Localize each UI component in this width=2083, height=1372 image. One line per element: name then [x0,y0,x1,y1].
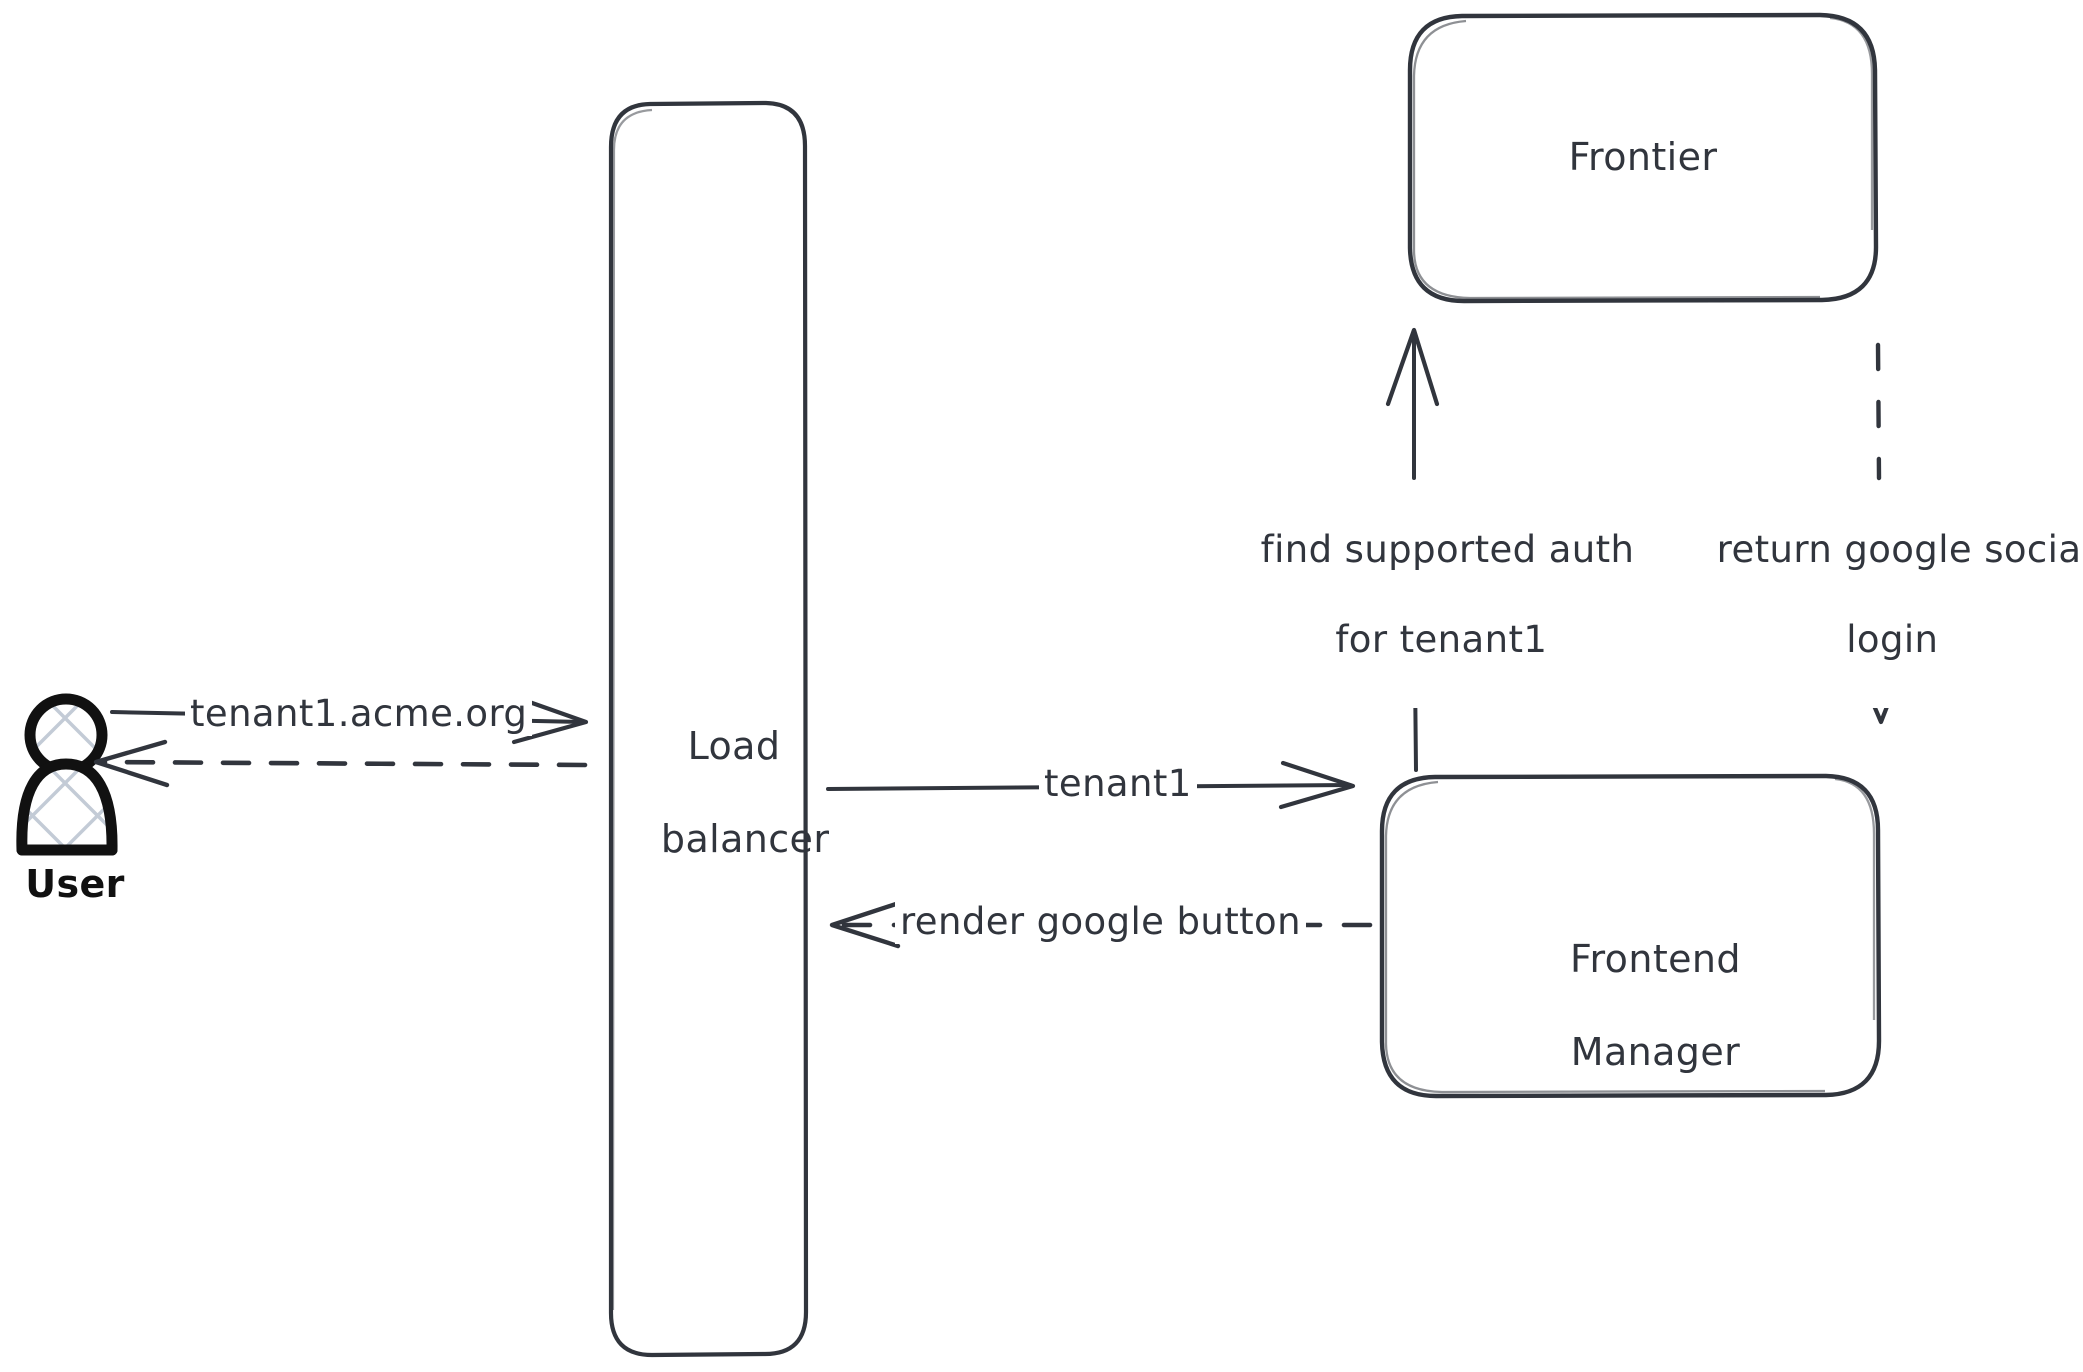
load-balancer-box[interactable] [608,100,809,1358]
user-actor-icon [16,693,118,856]
edge-label-frontier-to-fm-line1: return google social [1716,528,2083,572]
edge-label-frontier-to-fm-line2: login [1846,618,1939,662]
load-balancer-label-line1: Load [687,724,781,769]
frontend-manager-label: Frontend Manager [1382,890,1879,1122]
edge-label-fm-to-lb: render google button [895,900,1306,944]
load-balancer-label: Load balancer [611,677,829,909]
edge-label-frontier-to-fm: return google social login [1668,482,2083,708]
user-label: User [25,862,125,906]
edge-label-lb-to-fm: tenant1 [1039,762,1197,806]
edge-lb-to-user [93,739,588,788]
edge-label-fm-to-frontier: find supported auth for tenant1 [1212,482,1634,708]
frontend-manager-label-line1: Frontend [1570,937,1741,982]
frontend-manager-box[interactable] [1379,773,1882,1099]
load-balancer-label-line2: balancer [660,817,830,862]
edge-label-fm-to-frontier-line2: for tenant1 [1335,618,1548,662]
frontend-manager-label-line2: Manager [1570,1030,1741,1075]
frontier-box[interactable] [1407,12,1879,304]
frontier-label: Frontier [1568,135,1718,179]
edge-label-fm-to-frontier-line1: find supported auth [1260,528,1635,572]
edge-label-user-to-lb: tenant1.acme.org [185,692,533,736]
